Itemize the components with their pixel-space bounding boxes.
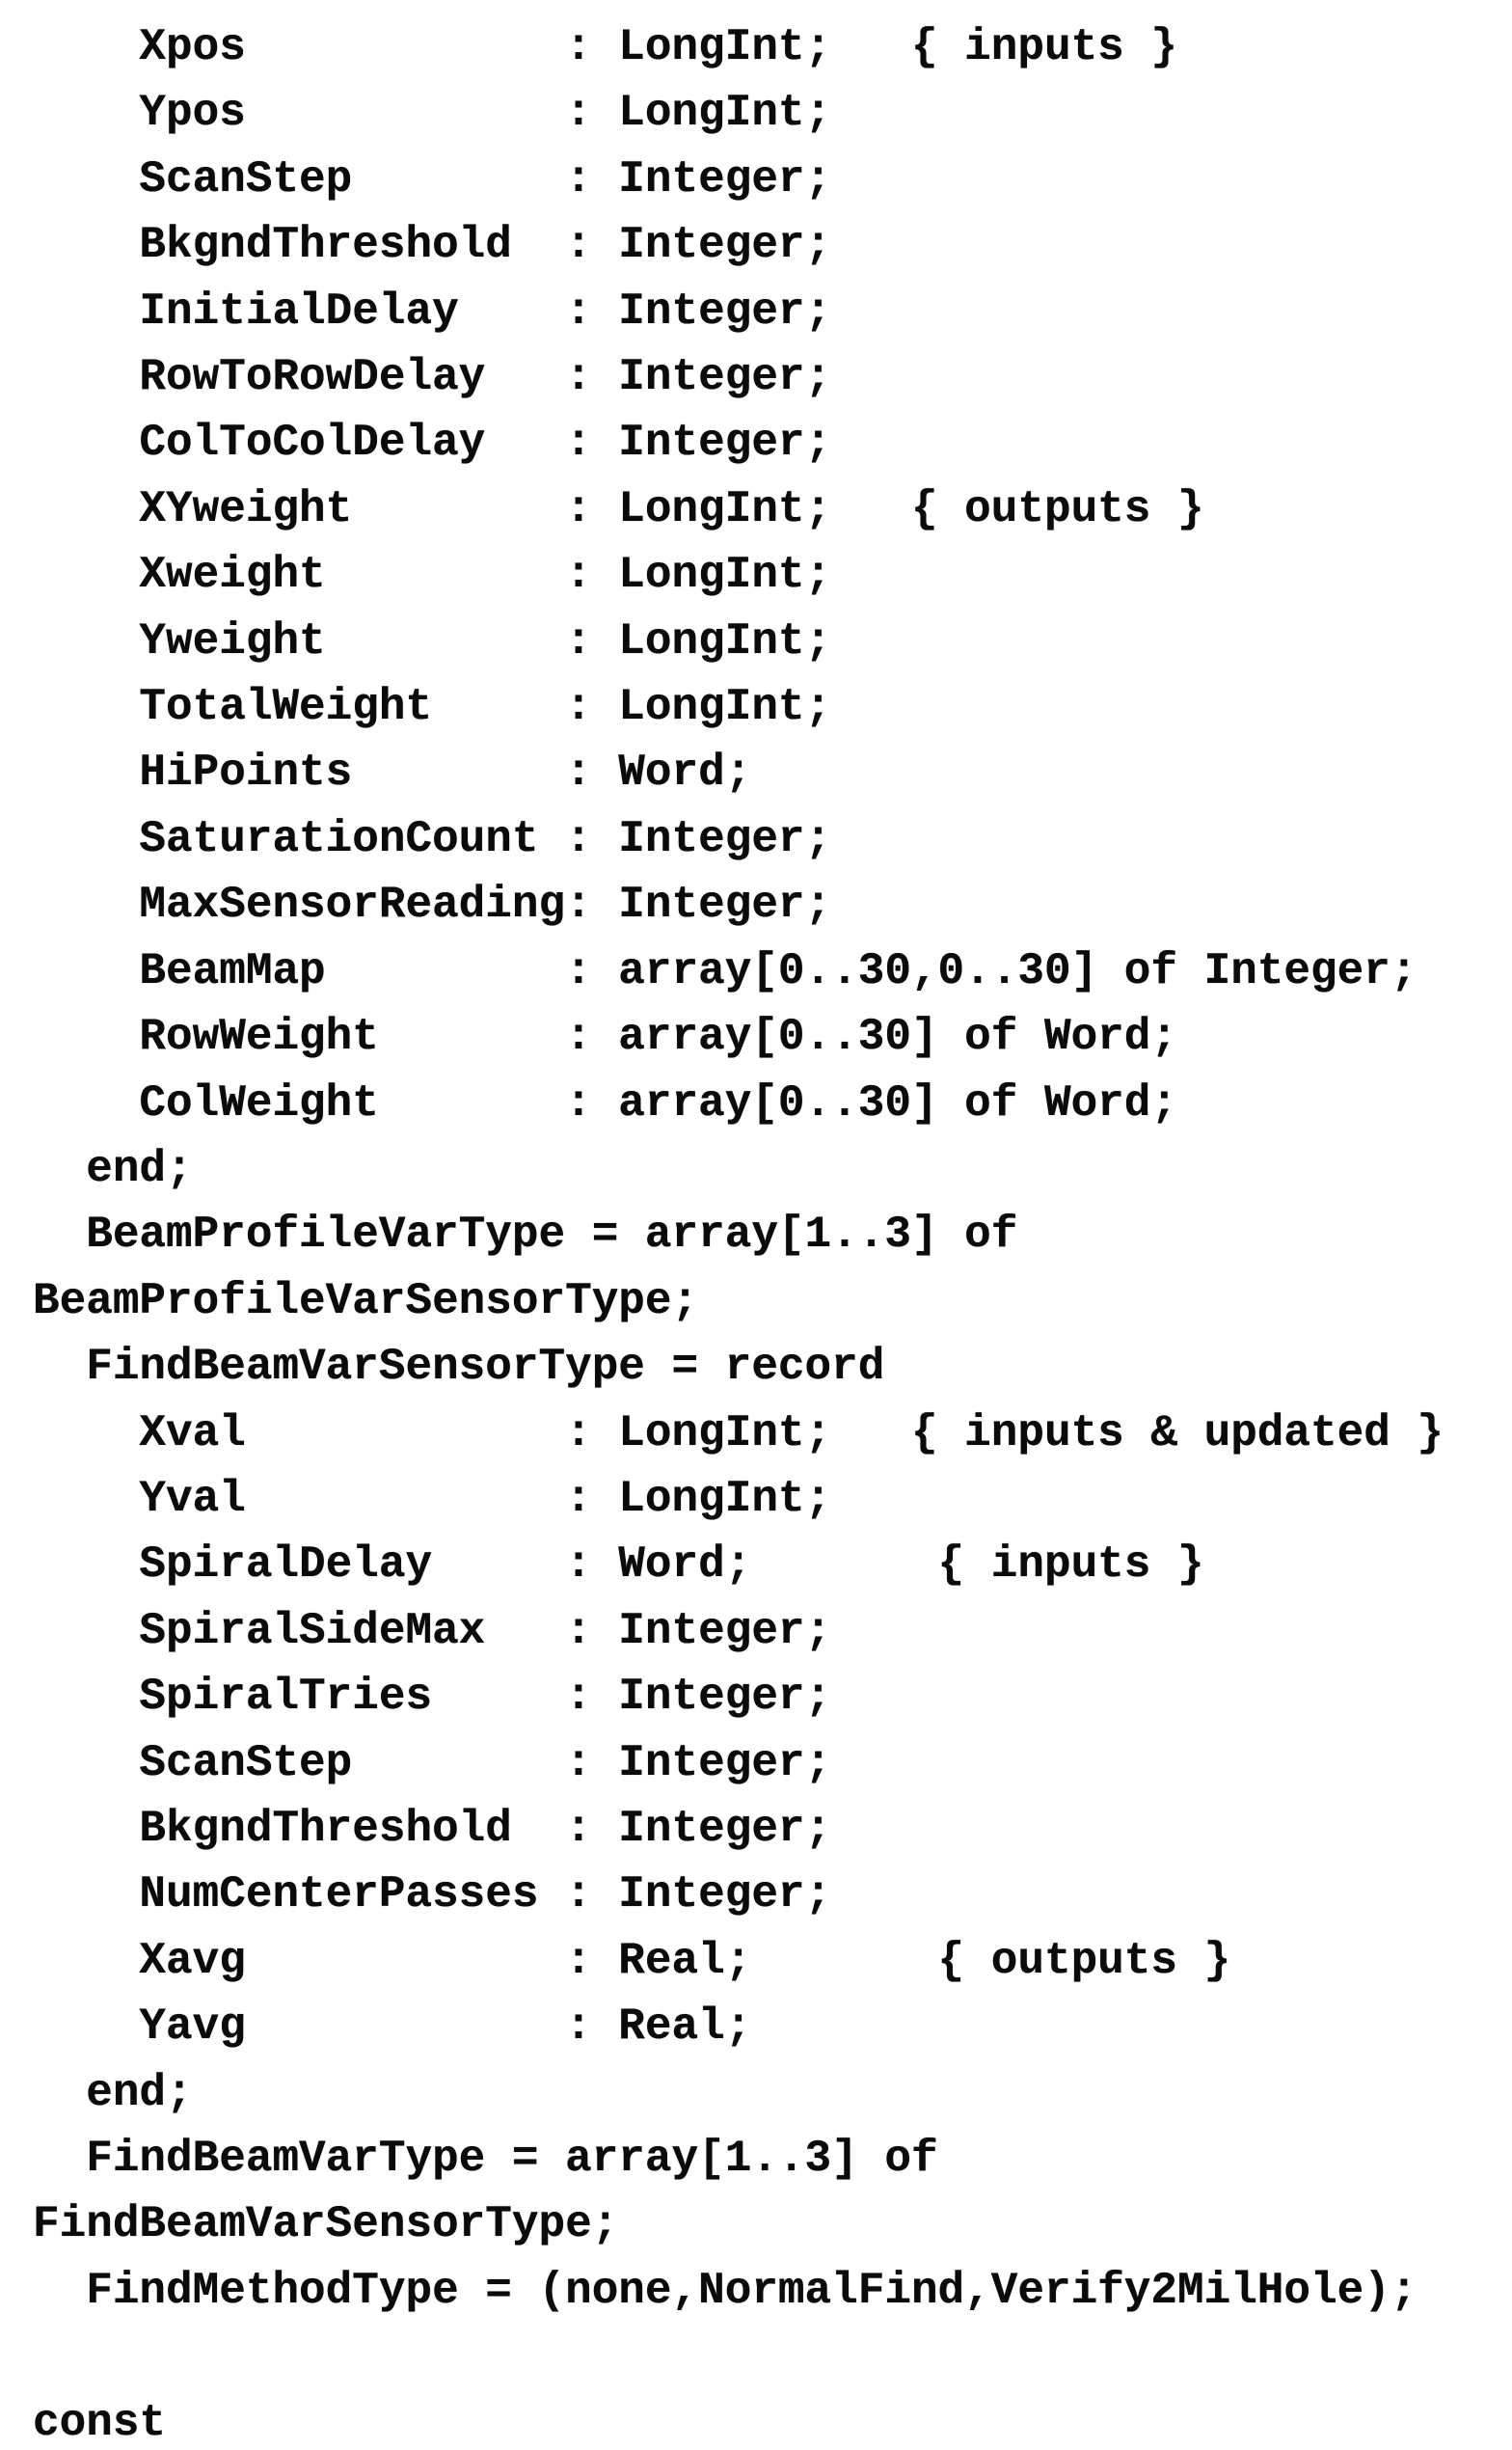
code-line: BkgndThreshold : Integer; (33, 1803, 832, 1854)
code-line: BeamProfileVarSensorType; (33, 1275, 699, 1326)
code-line: end; (33, 2067, 193, 2118)
code-line: BeamMap : array[0..30,0..30] of Integer; (33, 945, 1418, 996)
code-line: ScanStep : Integer; (33, 1737, 832, 1788)
code-line: NumCenterPasses : Integer; (33, 1869, 832, 1920)
code-line: XYweight : LongInt; { outputs } (33, 483, 1204, 534)
code-line: Xweight : LongInt; (33, 550, 832, 601)
code-line: SaturationCount : Integer; (33, 813, 832, 864)
code-line: SpiralSideMax : Integer; (33, 1605, 832, 1656)
code-line: BeamProfileVarType = array[1..3] of (33, 1210, 1018, 1261)
code-line: ScanStep : Integer; (33, 153, 832, 204)
code-line: RowToRowDelay : Integer; (33, 352, 832, 403)
code-line: FindBeamVarSensorType = record (33, 1342, 885, 1393)
code-line: FindBeamVarSensorType; (33, 2199, 619, 2250)
code-line: const (33, 2397, 167, 2448)
code-line: InitialDelay : Integer; (33, 286, 832, 337)
code-line: FindBeamVarType = array[1..3] of (33, 2134, 938, 2184)
code-line: Yavg : Real; (33, 2001, 752, 2053)
code-line: Yweight : LongInt; (33, 615, 832, 667)
code-line: FindMethodType = (none,NormalFind,Verify… (33, 2265, 1418, 2316)
code-line: ColToColDelay : Integer; (33, 418, 832, 469)
code-line: Xval : LongInt; { inputs & updated } (33, 1407, 1444, 1458)
code-line: Yval : LongInt; (33, 1473, 832, 1524)
code-line: Xpos : LongInt; { inputs } (33, 22, 1177, 72)
code-line: end; (33, 1143, 193, 1194)
code-line: BkgndThreshold : Integer; (33, 220, 832, 271)
code-line: MaxSensorReading: Integer; (33, 880, 832, 931)
code-line: TotalWeight : LongInt; (33, 682, 832, 733)
code-line: ColWeight : array[0..30] of Word; (33, 1077, 1177, 1129)
code-line: Ypos : LongInt; (33, 88, 832, 139)
code-line: RowWeight : array[0..30] of Word; (33, 1012, 1177, 1063)
code-line: SpiralDelay : Word; { inputs } (33, 1539, 1204, 1591)
code-line: HiPoints : Word; (33, 748, 752, 799)
code-line: Xavg : Real; { outputs } (33, 1935, 1231, 1986)
code-line: SpiralTries : Integer; (33, 1672, 832, 1723)
code-line (33, 2324, 1512, 2389)
